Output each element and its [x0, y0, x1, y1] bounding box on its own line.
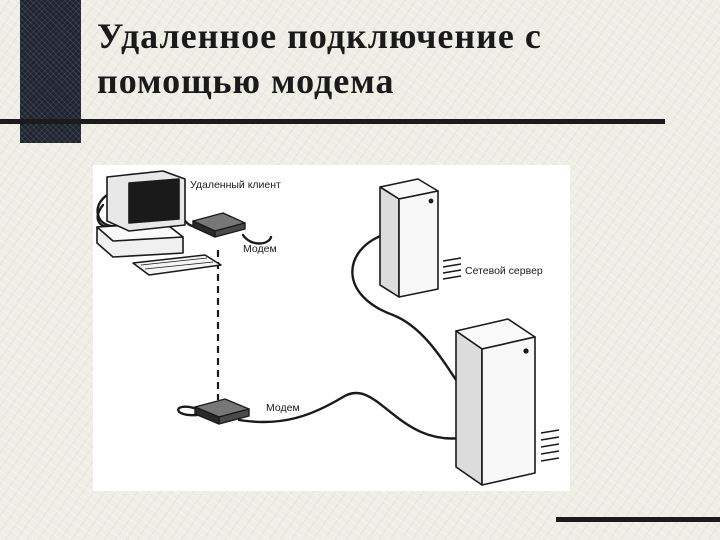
label-modem-bottom: Модем [266, 402, 300, 414]
cable-top-modem-to-server [241, 233, 273, 245]
label-modem-top: Модем [243, 243, 277, 255]
network-server-icon [379, 178, 462, 298]
modem-bottom-icon [194, 398, 250, 425]
network-diagram: Удаленный клиент Модем Сетевой сервер Мо… [93, 165, 570, 491]
cable-server-link [351, 233, 460, 385]
cable-modem-to-servers [237, 391, 470, 440]
slide-title-line-1: Удаленное подключение с [97, 16, 542, 56]
label-remote-client: Удаленный клиент [190, 179, 281, 191]
title-underline [0, 119, 665, 124]
slide-title-line-2: помощью модема [97, 61, 395, 101]
bottom-decorative-rule [556, 517, 720, 522]
slide-title: Удаленное подключение с помощью модема [97, 14, 697, 104]
remote-client-computer-icon [96, 170, 222, 276]
server-2-icon [455, 318, 560, 486]
cable-bottom-modem [177, 405, 199, 417]
label-network-server: Сетевой сервер [465, 265, 543, 277]
modem-top-icon [192, 212, 246, 238]
